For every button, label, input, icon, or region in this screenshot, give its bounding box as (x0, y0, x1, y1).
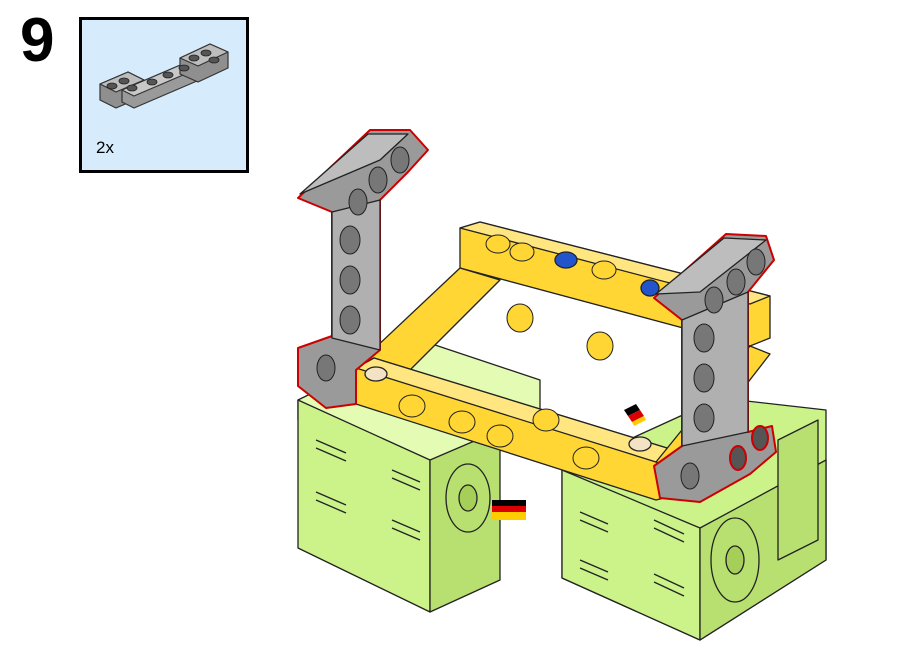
right-gray-h-frame (653, 233, 777, 503)
pin-marker-center (624, 404, 646, 426)
parts-callout: 2x (79, 17, 249, 173)
pin-marker-left (492, 500, 526, 520)
step-number: 9 (20, 6, 55, 75)
left-gray-h-frame (297, 129, 429, 409)
part-quantity-label: 2x (96, 138, 114, 157)
gray-h-frame-beam-icon (99, 43, 229, 109)
